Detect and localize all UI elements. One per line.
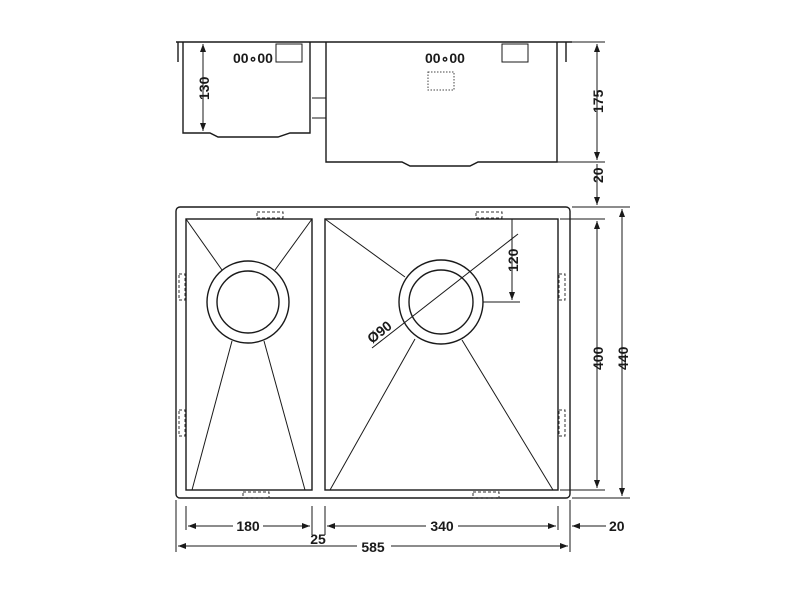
dim-130: 130 (196, 76, 212, 100)
small-bowl (185, 218, 313, 491)
dim-20-gap: 20 (590, 167, 606, 183)
plan-view: 120 Ø90 400 440 180 340 20 25 585 (175, 206, 631, 555)
large-bowl-profile (325, 42, 558, 167)
dim-400: 400 (590, 346, 606, 370)
dim-180: 180 (236, 518, 260, 534)
small-bowl-profile (182, 42, 311, 138)
clip-marks: 00∘00 (425, 50, 465, 66)
sink-rim (175, 206, 571, 499)
dim-120: 120 (505, 248, 521, 272)
large-drain-outer (398, 259, 484, 345)
strainer-grid-icon (427, 71, 455, 91)
large-drain-inner (408, 269, 474, 335)
clip-marks: 00∘00 (233, 50, 273, 66)
large-bowl (324, 218, 559, 491)
dim-25: 25 (310, 531, 326, 547)
overflow-icon (501, 43, 529, 63)
dim-440: 440 (615, 346, 631, 370)
small-drain-inner (216, 270, 280, 334)
dim-20-side: 20 (609, 518, 625, 534)
dim-175: 175 (590, 89, 606, 113)
dim-340: 340 (430, 518, 454, 534)
small-drain-outer (206, 260, 290, 344)
overflow-icon (275, 43, 303, 63)
side-view: 00∘00 00∘00 130 175 20 (176, 41, 606, 205)
dim-585: 585 (361, 539, 385, 555)
